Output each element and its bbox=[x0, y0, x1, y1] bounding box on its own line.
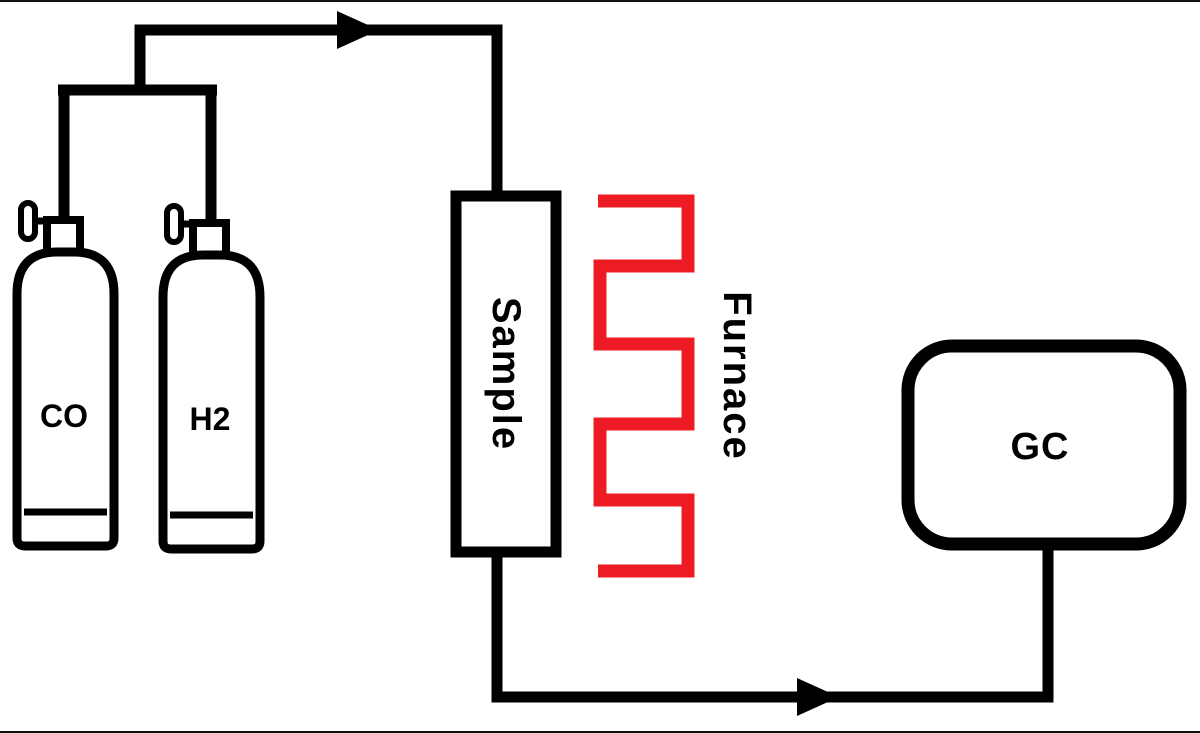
furnace: Furnace bbox=[593, 194, 759, 578]
gc-box: GC bbox=[901, 339, 1187, 551]
sample-label: Sample bbox=[484, 297, 528, 451]
furnace-label: Furnace bbox=[715, 291, 759, 461]
co-label: CO bbox=[40, 398, 88, 434]
h2-cylinder: H2 bbox=[158, 203, 265, 554]
h2-label: H2 bbox=[190, 401, 231, 437]
outlet-pipe bbox=[491, 542, 1054, 703]
h2-cylinder-body bbox=[158, 250, 265, 554]
furnace-coil-icon bbox=[593, 194, 695, 578]
bottom-border bbox=[0, 731, 1200, 733]
gc-box-body bbox=[901, 339, 1187, 551]
co-valve-knob-icon bbox=[18, 200, 38, 242]
feed-line bbox=[58, 11, 503, 238]
sample-tube: Sample bbox=[450, 190, 562, 558]
outlet-arrow-icon bbox=[797, 678, 839, 716]
inlet-arrow-icon bbox=[337, 11, 379, 49]
co-cylinder: CO bbox=[12, 200, 119, 551]
gc-label: GC bbox=[1011, 426, 1070, 468]
top-border bbox=[0, 0, 1200, 2]
outlet-line bbox=[491, 542, 1054, 716]
gas-manifold-pipe bbox=[58, 24, 503, 238]
co-cylinder-body bbox=[12, 247, 119, 551]
sample-tube-body bbox=[450, 190, 562, 558]
h2-valve-knob-icon bbox=[164, 203, 184, 245]
